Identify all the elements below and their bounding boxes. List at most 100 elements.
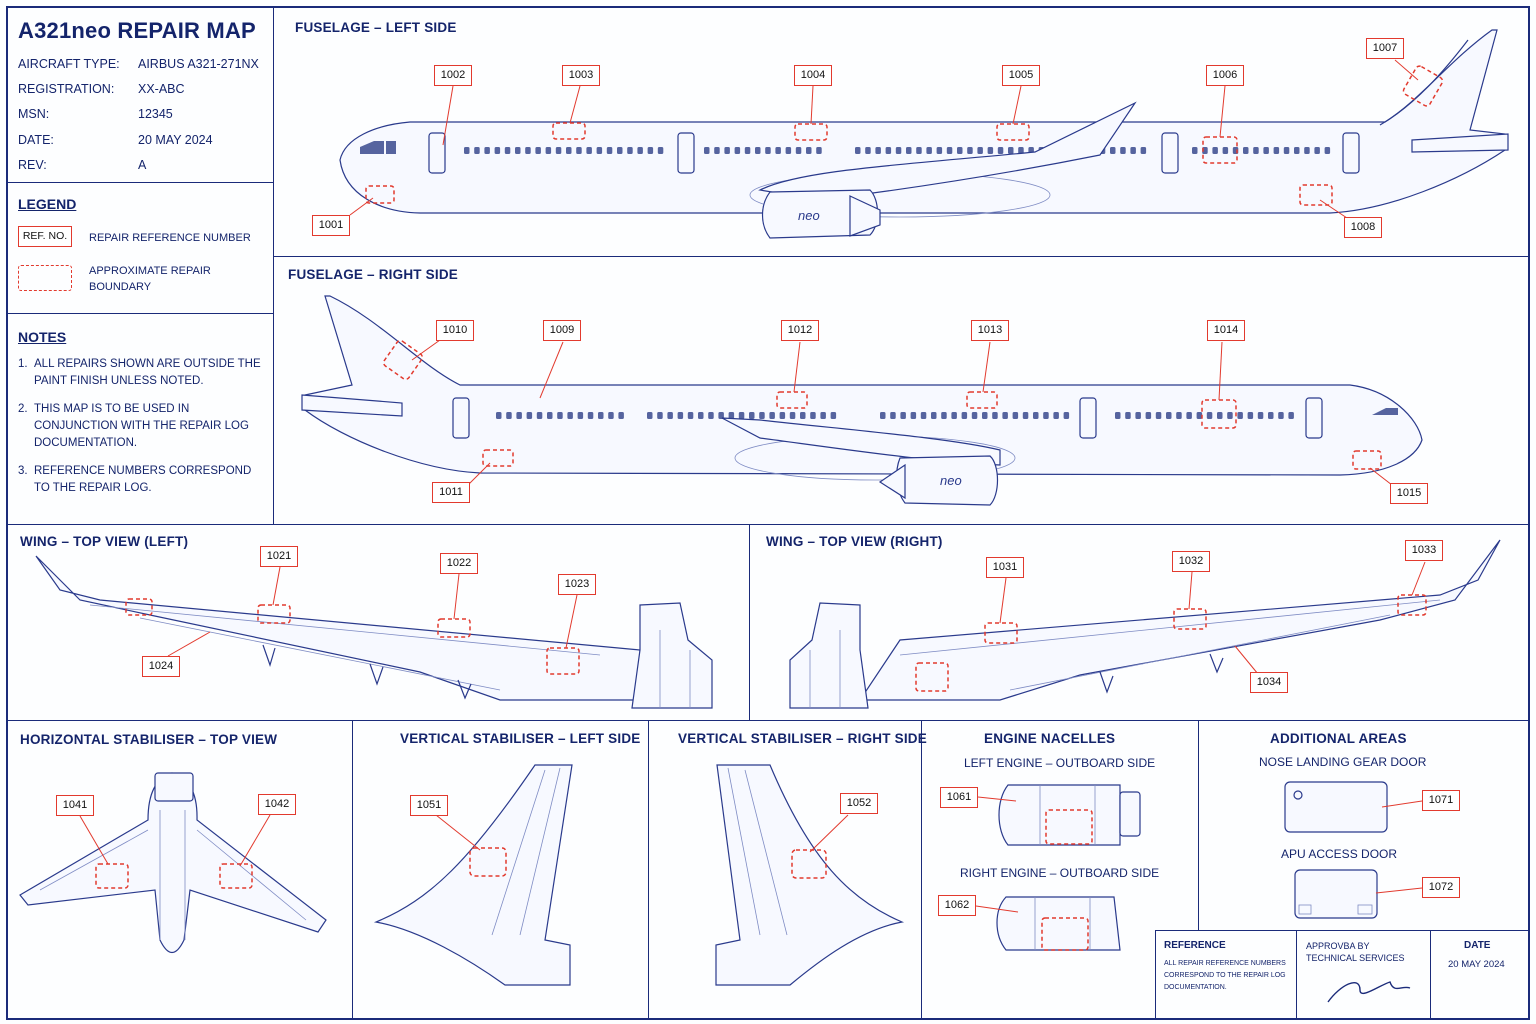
cabin-window [880, 412, 886, 419]
repair-tag-1072[interactable]: 1072 [1422, 877, 1460, 898]
repair-tag-1014[interactable]: 1014 [1207, 320, 1245, 341]
repair-tag-1013[interactable]: 1013 [971, 320, 1009, 341]
divider [921, 720, 922, 1020]
cabin-window [1273, 147, 1280, 154]
fuselage-right-drawing: neo [301, 295, 1423, 506]
cabin-window [698, 412, 704, 419]
cabin-window [494, 147, 501, 154]
cabin-window [1237, 412, 1243, 419]
cabin-window [1012, 412, 1019, 419]
cabin-window [484, 147, 490, 154]
repair-tag-1032[interactable]: 1032 [1172, 551, 1210, 572]
repair-tag-1010[interactable]: 1010 [436, 320, 474, 341]
divider [273, 6, 274, 524]
repair-tag-1005[interactable]: 1005 [1002, 65, 1040, 86]
repair-tag-1033[interactable]: 1033 [1405, 540, 1443, 561]
repair-tag-1051[interactable]: 1051 [410, 795, 448, 816]
cabin-window [1192, 147, 1198, 154]
cabin-window [1206, 412, 1213, 419]
notes-list: 1.ALL REPAIRS SHOWN ARE OUTSIDE THE PAIN… [18, 356, 268, 508]
repair-tag-1011[interactable]: 1011 [432, 482, 470, 503]
divider [6, 182, 273, 183]
cabin-window [951, 412, 957, 419]
cabin-window [1018, 147, 1024, 154]
cabin-window [1063, 412, 1070, 419]
cabin-window [1176, 412, 1182, 419]
repair-tag-1042[interactable]: 1042 [258, 794, 296, 815]
cabin-window [820, 412, 826, 419]
legend-ref-box: REF. NO. [18, 226, 72, 247]
cabin-window [714, 147, 720, 154]
repair-tag-1041[interactable]: 1041 [56, 795, 94, 816]
cabin-window [1222, 147, 1229, 154]
panel-title-nacelles: ENGINE NACELLES [984, 731, 1116, 746]
cabin-window [708, 412, 714, 419]
divider [749, 524, 750, 720]
cabin-window [1196, 412, 1203, 419]
cabin-window [618, 412, 624, 419]
cabin-window [987, 147, 994, 154]
repair-tag-1024[interactable]: 1024 [142, 656, 180, 677]
cabin-window [608, 412, 614, 419]
panel-title-hstab: HORIZONTAL STABILISER – TOP VIEW [20, 732, 278, 747]
title-block-reference-label: REFERENCE [1164, 940, 1226, 951]
cabin-window [1217, 412, 1223, 419]
drawing-frame [6, 6, 1530, 1020]
title-block-reference-text: ALL REPAIR REFERENCE NUMBERS CORRESPOND … [1164, 960, 1286, 991]
cabin-window [895, 147, 902, 154]
repair-tag-1001[interactable]: 1001 [312, 215, 350, 236]
title-block-date: 20 MAY 2024 [1448, 959, 1505, 970]
cabin-window [1145, 412, 1152, 419]
cabin-window [997, 147, 1004, 154]
repair-tag-1012[interactable]: 1012 [781, 320, 819, 341]
repair-tag-1004[interactable]: 1004 [794, 65, 832, 86]
engine-badge-right: neo [940, 473, 962, 488]
repair-tag-1003[interactable]: 1003 [562, 65, 600, 86]
cabin-window [1212, 147, 1218, 154]
repair-tag-1071[interactable]: 1071 [1422, 790, 1460, 811]
signature-mark [1327, 981, 1411, 1003]
cabin-window [704, 147, 710, 154]
repair-tag-1034[interactable]: 1034 [1250, 672, 1288, 693]
subtitle-left-engine: LEFT ENGINE – OUTBOARD SIDE [964, 756, 1156, 770]
repair-tag-1006[interactable]: 1006 [1206, 65, 1244, 86]
repair-tag-1052[interactable]: 1052 [840, 793, 878, 814]
cabin-window [916, 147, 922, 154]
cabin-window [1115, 412, 1121, 419]
msn-row: MSN:12345 [18, 107, 173, 121]
cabin-window [576, 147, 582, 154]
cabin-window [957, 147, 963, 154]
repair-tag-1023[interactable]: 1023 [558, 574, 596, 595]
cabin-window [617, 147, 623, 154]
cabin-window [1135, 412, 1141, 419]
repair-tag-1062[interactable]: 1062 [938, 895, 976, 916]
subtitle-right-engine: RIGHT ENGINE – OUTBOARD SIDE [960, 866, 1160, 880]
cabin-window [545, 147, 552, 154]
panel-title-wing-right: WING – TOP VIEW (RIGHT) [766, 534, 943, 549]
repair-tag-1015[interactable]: 1015 [1390, 483, 1428, 504]
wing-left-drawing [35, 555, 713, 709]
cabin-window [1294, 147, 1300, 154]
cabin-window [931, 412, 937, 419]
additional-areas-drawing [1284, 781, 1423, 919]
cabin-window [785, 147, 792, 154]
panel-title-fuselage-left: FUSELAGE – LEFT SIDE [295, 20, 457, 35]
repair-tag-1022[interactable]: 1022 [440, 553, 478, 574]
nacelles-drawing [975, 784, 1141, 951]
repair-tag-1008[interactable]: 1008 [1344, 217, 1382, 238]
cabin-window [606, 147, 613, 154]
cabin-window [1166, 412, 1172, 419]
cabin-window [1304, 147, 1310, 154]
cabin-window [977, 147, 983, 154]
subtitle-apu-door: APU ACCESS DOOR [1281, 847, 1398, 861]
repair-tag-1007[interactable]: 1007 [1366, 38, 1404, 59]
repair-tag-1031[interactable]: 1031 [986, 557, 1024, 578]
repair-tag-1021[interactable]: 1021 [260, 546, 298, 567]
repair-tag-1002[interactable]: 1002 [434, 65, 472, 86]
cabin-window [474, 147, 480, 154]
repair-tag-1009[interactable]: 1009 [543, 320, 581, 341]
cabin-window [516, 412, 522, 419]
repair-tag-1061[interactable]: 1061 [940, 787, 978, 808]
cabin-window [1314, 147, 1320, 154]
